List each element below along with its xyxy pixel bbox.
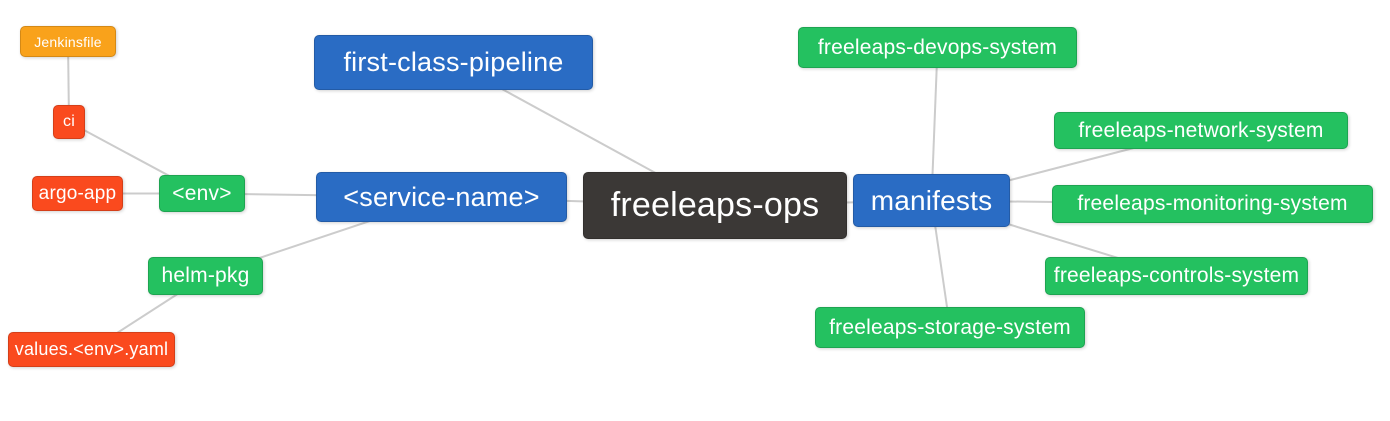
node-ci[interactable]: ci [53,105,85,139]
node-helm-pkg[interactable]: helm-pkg [148,257,263,295]
node-freeleaps-controls-system[interactable]: freeleaps-controls-system [1045,257,1308,295]
node-freeleaps-ops[interactable]: freeleaps-ops [583,172,847,239]
node-jenkinsfile[interactable]: Jenkinsfile [20,26,116,57]
node-service-name[interactable]: <service-name> [316,172,567,222]
node-freeleaps-storage-system[interactable]: freeleaps-storage-system [815,307,1085,348]
node-manifests[interactable]: manifests [853,174,1010,227]
node-values-env-yaml[interactable]: values.<env>.yaml [8,332,175,367]
node-argo-app[interactable]: argo-app [32,176,123,211]
node-env[interactable]: <env> [159,175,245,212]
node-freeleaps-devops-system[interactable]: freeleaps-devops-system [798,27,1077,68]
node-freeleaps-monitoring-system[interactable]: freeleaps-monitoring-system [1052,185,1373,223]
node-first-class-pipeline[interactable]: first-class-pipeline [314,35,593,90]
node-freeleaps-network-system[interactable]: freeleaps-network-system [1054,112,1348,149]
